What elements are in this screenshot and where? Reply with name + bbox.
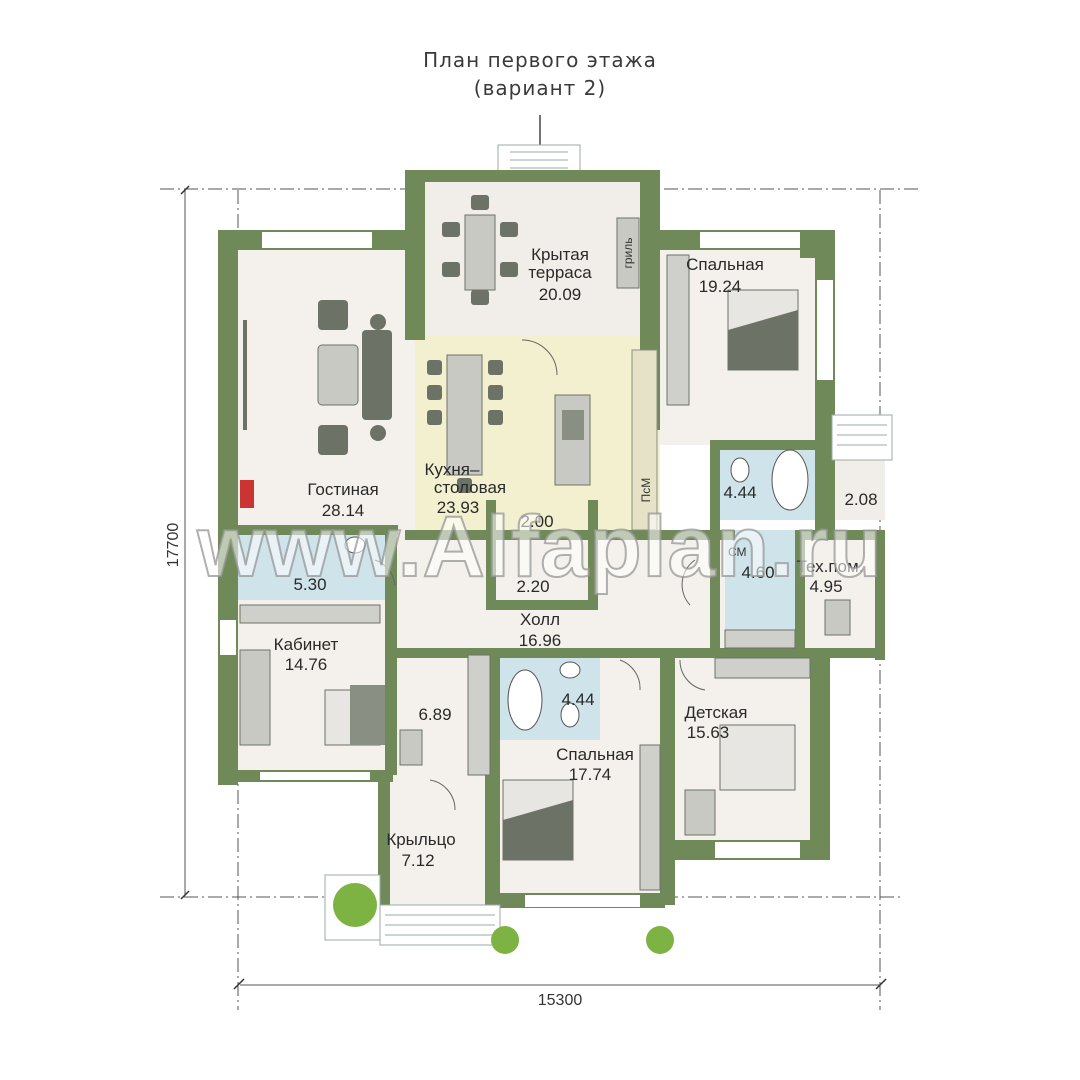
washer-label: СМ xyxy=(728,545,747,559)
tech-name: Тех.пом. xyxy=(797,557,864,576)
living-area: 28.14 xyxy=(322,501,365,520)
terrace-name-1: Крытая xyxy=(531,245,589,264)
kitchen-furniture: ПсМ xyxy=(427,349,658,531)
kids-name: Детская xyxy=(685,703,748,722)
windows xyxy=(220,232,833,907)
office-name: Кабинет xyxy=(274,635,339,654)
bath-ne-area: 4.44 xyxy=(723,483,756,502)
porch-elements xyxy=(324,414,893,954)
porch-e-area: 2.08 xyxy=(844,490,877,509)
porch-area: 7.12 xyxy=(401,851,434,870)
bedroom-s-name: Спальная xyxy=(556,745,634,764)
bedroom-s-area: 17.74 xyxy=(569,765,612,784)
office-area: 14.76 xyxy=(285,655,328,674)
doors xyxy=(374,339,706,811)
grill-label: гриль xyxy=(621,237,635,268)
tech-fixtures: СМ xyxy=(399,545,851,766)
width-dimension: 15300 xyxy=(538,992,583,1009)
floors xyxy=(235,175,885,905)
terrace-name-2: терраса xyxy=(528,263,592,282)
plan-title: План первого этажа xyxy=(423,48,657,72)
dimension-ticks xyxy=(180,185,887,990)
height-dimension: 17700 xyxy=(165,523,182,568)
living-name: Гостиная xyxy=(307,480,378,499)
laundry-area: 4.60 xyxy=(741,563,774,582)
bath-w-area: 5.30 xyxy=(293,575,326,594)
porch-name: Крыльцо xyxy=(386,830,455,849)
dishwasher-label: ПсМ xyxy=(639,478,653,503)
kitchen-name-2: столовая xyxy=(434,478,506,497)
storage-b-area: 2.20 xyxy=(516,577,549,596)
bath-fixtures xyxy=(344,449,809,731)
tech-area: 4.95 xyxy=(809,577,842,596)
terrace-furniture: гриль xyxy=(442,195,640,305)
storage-a-area: 2.00 xyxy=(520,512,553,531)
kitchen-area: 23.93 xyxy=(437,498,480,517)
beds xyxy=(239,289,799,861)
living-furniture xyxy=(240,300,392,508)
room-labels: Крытая терраса 20.09 Гостиная 28.14 Кухн… xyxy=(274,245,878,870)
hall-name: Холл xyxy=(520,610,560,629)
bedroom-ne-area: 19.24 xyxy=(699,277,742,296)
hall-area: 16.96 xyxy=(519,631,562,650)
kids-area: 15.63 xyxy=(687,723,730,742)
kitchen-name-1: Кухня– xyxy=(425,460,480,479)
plan-subtitle: (вариант 2) xyxy=(473,76,607,100)
bedroom-ne-name: Спальная xyxy=(686,255,764,274)
terrace-area: 20.09 xyxy=(539,285,582,304)
vestibule-area: 6.89 xyxy=(418,705,451,724)
bath-s-area: 4.44 xyxy=(561,690,594,709)
wardrobes xyxy=(239,254,811,891)
